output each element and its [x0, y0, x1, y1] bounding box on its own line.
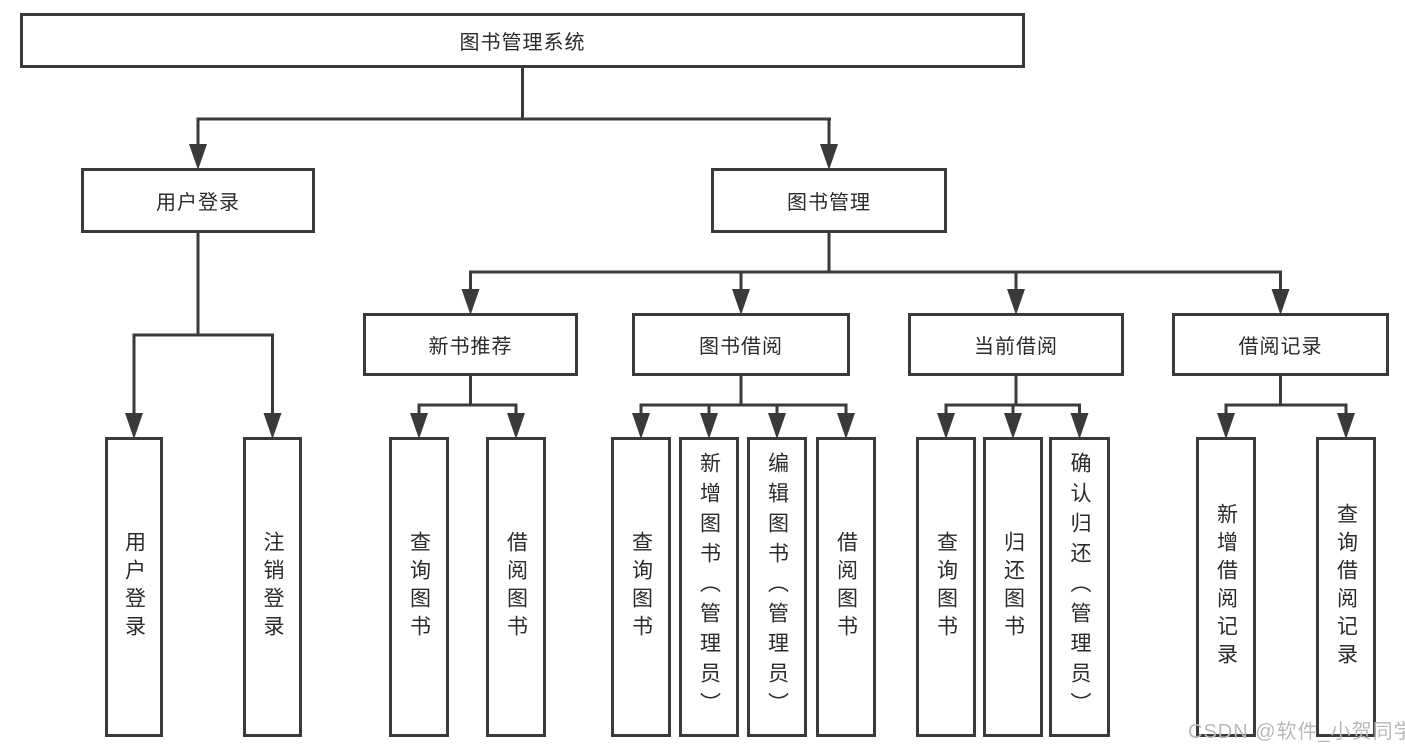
- arrow-head: [937, 413, 955, 439]
- node-label: 图书管理系统: [459, 32, 586, 54]
- arrow-head: [768, 413, 786, 439]
- node-book-borrow: 图书借阅: [632, 313, 850, 376]
- arrow-head: [189, 144, 207, 170]
- arrow-head: [1007, 289, 1025, 315]
- leaf-label: 编辑图书（管理员）: [765, 452, 789, 722]
- leaf-label: 借阅图书: [504, 531, 528, 643]
- leaf-label: 查询图书: [629, 531, 653, 643]
- leaf-label: 查询借阅记录: [1334, 503, 1358, 671]
- connector-book-borrow-to-leaves: [632, 376, 855, 439]
- arrow-head: [1217, 413, 1235, 439]
- arrow-head: [125, 413, 143, 439]
- node-label: 图书借阅: [699, 336, 783, 358]
- leaf-label: 新增借阅记录: [1214, 503, 1238, 671]
- leaf-edit-books-admin: 编辑图书（管理员）: [747, 437, 807, 737]
- node-label: 借阅记录: [1238, 336, 1323, 358]
- connector-new-book-recommend-to-leaves: [410, 376, 525, 439]
- arrow-head: [1337, 413, 1355, 439]
- node-label: 图书管理: [787, 192, 871, 214]
- arrow-head: [507, 413, 525, 439]
- csdn-watermark: CSDN @软件_小贺同学: [1188, 721, 1405, 743]
- leaf-borrow-books: 借阅图书: [816, 437, 876, 737]
- leaf-confirm-return-admin: 确认归还（管理员）: [1049, 437, 1110, 737]
- leaf-query-books-borrow: 查询图书: [611, 437, 671, 737]
- leaf-logout: 注销登录: [243, 437, 302, 737]
- leaf-query-books-current: 查询图书: [916, 437, 976, 737]
- arrow-head: [1271, 289, 1290, 315]
- leaf-label: 查询图书: [407, 531, 431, 643]
- leaf-label: 查询图书: [934, 531, 958, 643]
- connector-root-to-level2: [189, 66, 838, 170]
- connector-borrow-records-to-leaves: [1217, 376, 1355, 439]
- leaf-borrow-books-recommend: 借阅图书: [486, 437, 546, 737]
- leaf-return-books: 归还图书: [983, 437, 1043, 737]
- arrow-head: [632, 413, 650, 439]
- arrow-head: [700, 413, 718, 439]
- leaf-add-books-admin: 新增图书（管理员）: [679, 437, 739, 737]
- arrow-head: [837, 413, 855, 439]
- leaf-label: 新增图书（管理员）: [697, 452, 721, 722]
- node-label: 用户登录: [156, 192, 240, 214]
- leaf-label: 确认归还（管理员）: [1068, 452, 1091, 722]
- node-root-system: 图书管理系统: [20, 13, 1025, 68]
- node-user-login: 用户登录: [81, 168, 315, 233]
- leaf-query-books-recommend: 查询图书: [389, 437, 449, 737]
- arrow-head: [1004, 413, 1022, 439]
- arrow-head: [410, 413, 428, 439]
- node-borrow-records: 借阅记录: [1172, 313, 1389, 376]
- leaf-label: 归还图书: [1001, 531, 1025, 643]
- arrow-head: [263, 413, 282, 439]
- leaf-label: 注销登录: [261, 531, 284, 643]
- leaf-query-borrow-record: 查询借阅记录: [1316, 437, 1376, 737]
- connector-book-management-to-level3: [461, 233, 1290, 315]
- arrow-head: [820, 144, 838, 170]
- node-label: 新书推荐: [428, 336, 513, 358]
- node-current-borrow: 当前借阅: [908, 313, 1124, 376]
- leaf-label: 借阅图书: [834, 531, 858, 643]
- leaf-label: 用户登录: [122, 531, 146, 643]
- leaf-add-borrow-record: 新增借阅记录: [1196, 437, 1256, 737]
- connector-user-login-to-leaves: [125, 233, 282, 439]
- arrow-head: [461, 289, 480, 315]
- node-new-book-recommend: 新书推荐: [363, 313, 578, 376]
- arrow-head: [732, 289, 750, 315]
- leaf-user-login: 用户登录: [105, 437, 163, 737]
- arrow-head: [1070, 413, 1089, 439]
- connector-current-borrow-to-leaves: [937, 376, 1089, 439]
- node-label: 当前借阅: [974, 336, 1058, 358]
- node-book-management: 图书管理: [711, 168, 947, 233]
